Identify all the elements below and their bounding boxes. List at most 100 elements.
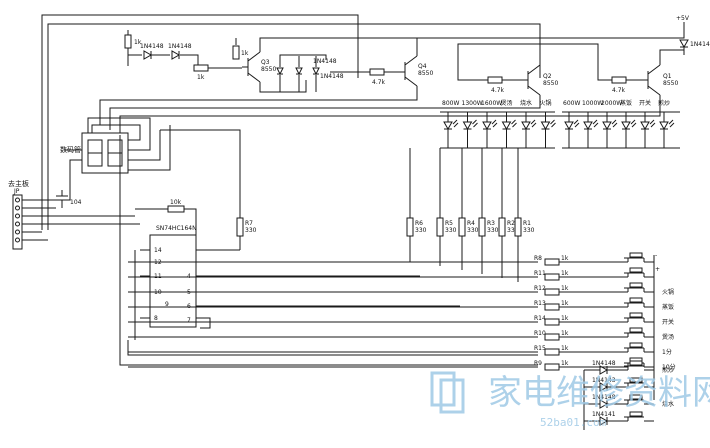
button-row-val-7: 1k <box>561 360 569 367</box>
resistor-r5 <box>436 148 444 266</box>
resistor-r4-name: R4 <box>467 220 475 227</box>
q2-name: Q2 <box>543 73 552 80</box>
diode-1 <box>143 50 153 60</box>
left-led-4 <box>521 112 537 148</box>
resistor-r1-value: 330 <box>523 227 535 234</box>
connector-label: 去主板 <box>8 179 29 188</box>
extra-key-2 <box>584 394 654 409</box>
connector-sub: JP <box>13 188 20 195</box>
q1-name: Q1 <box>663 73 672 80</box>
button-row-3 <box>128 297 654 311</box>
resistor-q3 <box>232 45 240 60</box>
capacitor-104 <box>56 190 68 208</box>
button-row-res-2: R12 <box>534 285 546 292</box>
resistor-r6-name: R6 <box>415 220 423 227</box>
right-led-2 <box>602 112 618 148</box>
left-led-label-5: 火锅 <box>540 99 552 107</box>
resistor-10k-label: 10k <box>170 199 182 206</box>
button-row-fn-2: 火锅 <box>662 288 674 296</box>
resistor-mid <box>193 64 209 72</box>
resistor-r6 <box>406 148 414 262</box>
resistor-10k <box>167 205 185 213</box>
watermark: 家电维修资料网 52ba01.com <box>430 371 710 429</box>
chip-74hc164 <box>140 234 460 329</box>
resistor-r3-value: 330 <box>487 227 499 234</box>
right-led-4 <box>640 112 656 148</box>
power-diode-label: 1N4148 <box>690 41 710 48</box>
resistor-top-label: 1k <box>134 39 142 46</box>
r7-value: 330 <box>245 227 257 234</box>
button-row-fn-4: 开关 <box>662 318 674 326</box>
resistor-top <box>124 34 132 49</box>
connector-jp <box>12 188 140 250</box>
power-label: +5V <box>676 15 690 22</box>
button-row-res-4: R14 <box>534 315 546 322</box>
resistor-q2-label: 4.7k <box>491 87 505 94</box>
left-led-label-0: 800W <box>442 100 459 107</box>
extra-key-0 <box>584 360 654 375</box>
diode-1-label: 1N4148 <box>140 43 164 50</box>
chip-pin-left-4: 8 <box>154 315 158 322</box>
resistor-r3-name: R3 <box>487 220 495 227</box>
button-row-1 <box>128 267 654 281</box>
resistor-r4 <box>458 148 466 270</box>
button-row-fn-7: 10分 <box>662 363 676 371</box>
button-row-val-2: 1k <box>561 285 569 292</box>
button-row-fn-3: 蒸饭 <box>662 303 674 311</box>
button-row-fn-6: 1分 <box>662 348 672 356</box>
extra-key-fn-2: 烧水 <box>662 400 674 408</box>
right-led-label-2: 2000W <box>601 100 622 107</box>
button-row-6 <box>128 342 654 356</box>
button-row-res-0: R8 <box>534 255 542 262</box>
extra-key-1 <box>584 377 654 392</box>
resistor-mid-label: 1k <box>197 74 205 81</box>
q4-type: 8550 <box>418 70 433 77</box>
button-row-2 <box>128 282 654 296</box>
resistor-r1 <box>514 148 522 282</box>
resistor-q4-label: 4.7k <box>372 79 386 86</box>
transistor-q2 <box>109 62 541 130</box>
left-bus <box>119 135 538 366</box>
diode-pair <box>276 54 327 92</box>
right-led-label-5: 煎炒 <box>658 99 670 107</box>
button-row-0 <box>128 252 654 266</box>
right-led-label-1: 1000W <box>582 100 603 107</box>
right-led-label-0: 600W <box>563 100 580 107</box>
left-led-0 <box>443 112 459 148</box>
q3-type: 8550 <box>261 66 276 73</box>
resistor-r3 <box>478 148 486 274</box>
right-led-1 <box>583 112 599 148</box>
key-sign-plus: + <box>655 266 660 273</box>
left-led-label-3: 煲汤 <box>501 99 513 107</box>
q2-type: 8550 <box>543 80 558 87</box>
watermark-url: 52ba01.com <box>540 416 607 429</box>
left-led-2 <box>482 112 498 148</box>
resistor-r2-name: R2 <box>507 220 515 227</box>
button-row-res-3: R13 <box>534 300 546 307</box>
chip-pin-extra-0: 7 <box>187 317 191 324</box>
resistor-q4 <box>369 68 385 76</box>
right-led-5 <box>659 112 675 148</box>
power-node <box>679 22 689 50</box>
left-led-label-4: 烧水 <box>520 99 532 107</box>
left-led-3 <box>501 112 517 148</box>
left-led-label-1: 1300W <box>462 100 483 107</box>
chip-pin-mid-0: 9 <box>165 301 169 308</box>
button-row-val-5: 1k <box>561 330 569 337</box>
q4-name: Q4 <box>418 63 427 70</box>
button-row-val-4: 1k <box>561 315 569 322</box>
resistor-r7 <box>236 217 244 237</box>
button-row-5 <box>128 327 654 341</box>
extra-key-3 <box>584 411 654 426</box>
button-row-res-7: R9 <box>534 360 542 367</box>
button-row-val-0: 1k <box>561 255 569 262</box>
r7-label: R7 <box>245 220 253 227</box>
q3-name: Q3 <box>261 59 270 66</box>
capacitor-label: 104 <box>70 199 82 206</box>
resistor-q1-label: 4.7k <box>612 87 626 94</box>
resistor-r2-value: 330 <box>507 227 519 234</box>
